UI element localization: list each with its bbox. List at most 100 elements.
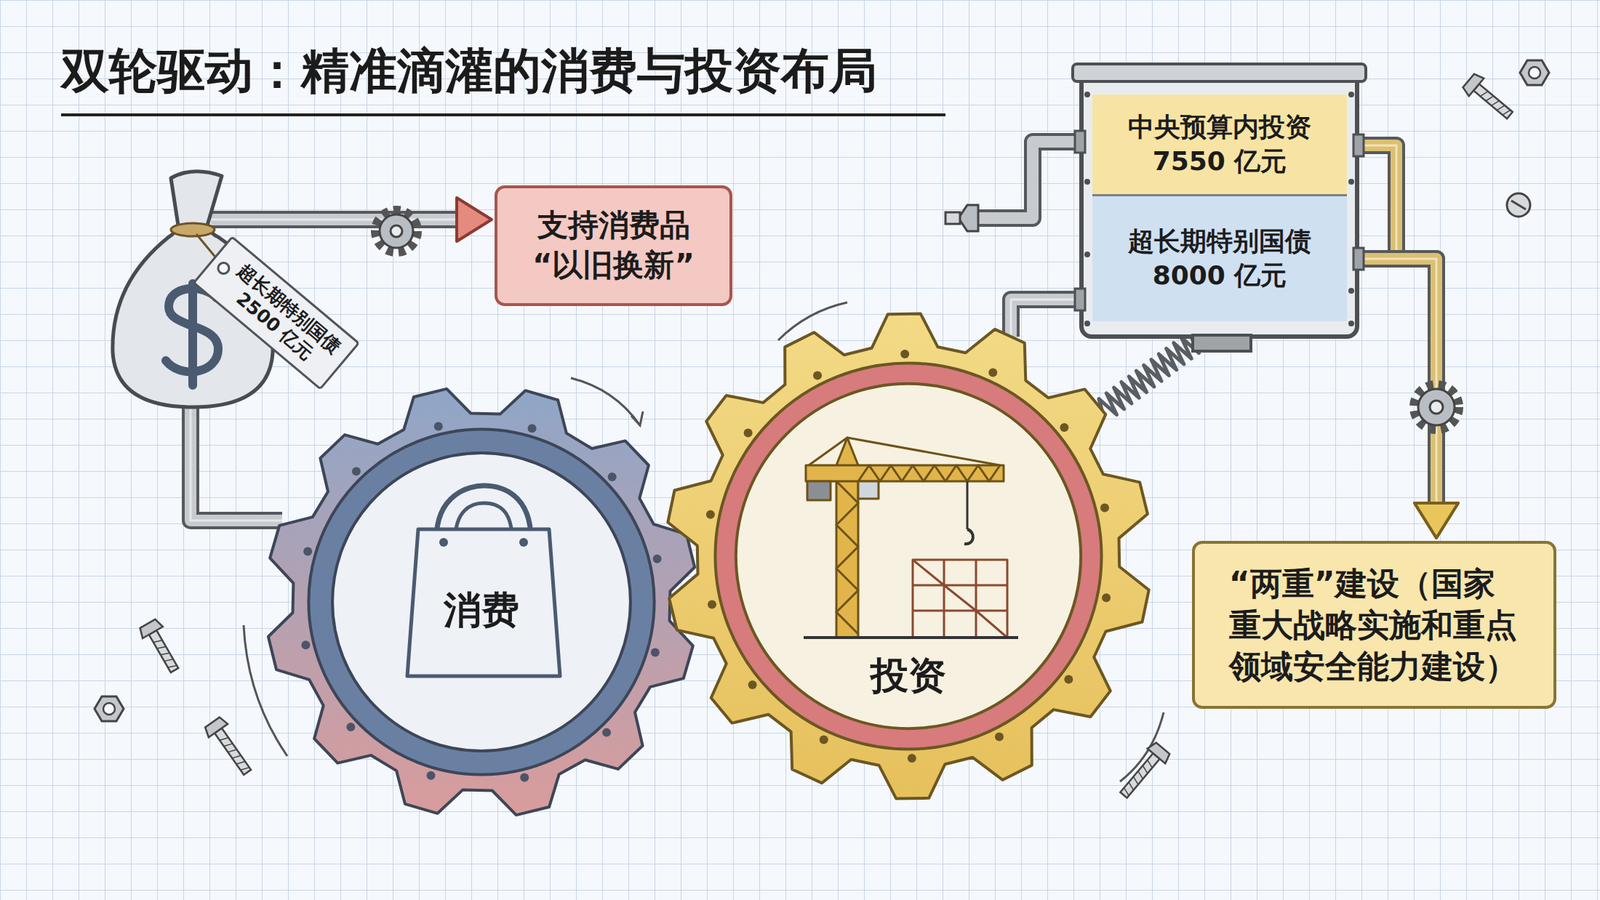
tank [1084,320,1091,327]
decor-gear [1429,400,1443,414]
gear-outline [332,453,631,752]
gear-outline [748,680,758,690]
gear-outline [528,424,537,433]
pipe-connector [1346,258,1437,507]
bolt [1147,741,1173,764]
gear-outline [301,640,310,650]
nut [1520,60,1550,86]
gear-outline [608,472,617,482]
gear-outline [434,421,443,431]
money-bag-outline [165,283,219,386]
tank-section: 中央预算内投资 7550 亿元 [1092,94,1347,197]
gear-outline [819,736,829,745]
gear-outline [1064,675,1073,685]
pipe-connector [1346,145,1459,539]
node-text: 消费 [443,588,520,632]
title-underline [61,113,946,117]
bolt [202,715,228,738]
nut [1520,60,1550,86]
pipe-connector [190,418,283,521]
pipe-connector [190,418,283,521]
nut [1528,66,1541,79]
tank [1348,288,1355,294]
bolt [137,618,163,639]
tank [1192,335,1251,352]
bolt [1122,760,1155,796]
gear-outline [303,546,312,556]
policy-box: 支持消费品 “以旧换新” [494,185,733,307]
bolt [214,728,251,776]
money-bag: 超长期特别国债 2500 亿元 [101,167,364,419]
gear-outline [907,754,917,763]
gear-outline [308,429,654,775]
bolt [219,735,250,773]
decor-pipe [945,212,960,224]
tank [1348,178,1355,185]
decor-gear [376,210,417,252]
bolt [149,630,179,673]
money-bag-outline [210,210,364,229]
tank [1084,91,1091,98]
consumption-gear: 消费 [263,384,700,821]
decor-pipe [958,205,979,232]
pipe-connector [363,218,460,222]
gear-outline [663,311,1154,802]
gear-outline [650,648,660,658]
decor-gear [1414,385,1459,430]
project-box: “两重”建设（国家 重大战略实施和重点 领域安全能力建设） [1192,541,1557,710]
decor-pipe [945,141,1082,232]
motion-arc [631,411,643,426]
gear-outline [268,389,695,816]
bolt [1461,72,1484,97]
pipe-connector [1346,145,1437,507]
pipe-connector [1414,503,1459,539]
pipe-connector [190,418,283,521]
decor-pipe [978,141,1082,219]
tank [1348,320,1355,327]
nut [94,696,124,722]
node-text: 投资 [870,653,947,698]
tank [1353,134,1364,157]
gear-outline [653,554,662,564]
nut [103,703,115,715]
gear-outline [602,728,611,738]
node-text: “两重”建设（国家 重大战略实施和重点 领域安全能力建设） [1229,562,1520,688]
tank-section: 超长期特别国债 8000 亿元 [1092,196,1347,322]
node-text: 超长期特别国债 8000 亿元 [1122,224,1317,294]
gear-outline [900,349,910,359]
gear-outline [706,510,715,520]
bolt [202,715,257,779]
decor-gear [390,225,403,238]
pipe-connector [1346,258,1437,507]
tag-hole [214,258,233,278]
pipe-connector [363,197,492,242]
gear-outline [744,428,753,438]
screw-head [1506,193,1531,217]
pipe-connector [363,210,460,229]
tank [1072,64,1366,82]
gear-outline [426,771,435,781]
pipe-connector [190,418,283,521]
decor-pipe [978,141,1082,219]
pipe-connector [1346,258,1459,539]
gear-outline [1100,503,1110,512]
pipe-connector [1414,503,1459,539]
bolt [1114,741,1173,803]
gear-outline [520,773,529,783]
bolt [137,618,185,677]
pipe-connector [1346,258,1437,507]
tank [1084,178,1091,185]
investment-gear: 投资 [663,311,1154,802]
gear-outline [714,362,1102,750]
bolt [1473,83,1513,119]
tank [1348,91,1355,98]
pipe-connector [456,197,492,242]
motion-arc [570,378,640,426]
pipe-connector [1346,145,1437,507]
bolt [1120,753,1160,798]
gear-outline [813,371,822,381]
gear-outline [1101,593,1111,603]
gear-outline [994,732,1004,742]
gear-outline [667,313,1149,799]
